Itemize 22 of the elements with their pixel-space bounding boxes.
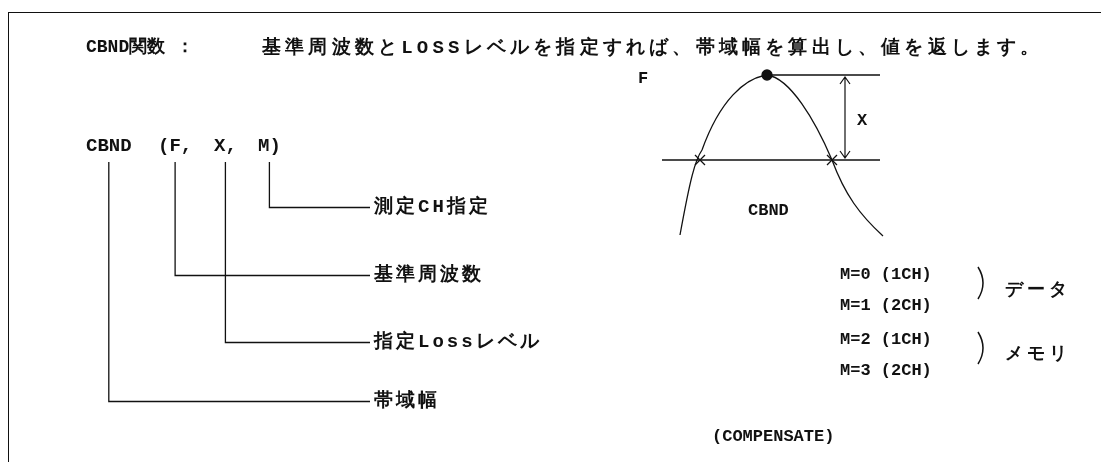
parameter-label: 基準周波数 (374, 266, 484, 285)
peak-label: F (638, 68, 649, 90)
argument-text: CBND (86, 137, 132, 156)
bandwidth-label: CBND (748, 200, 789, 222)
argument-text: (F, (158, 137, 193, 156)
function-name: CBND関数 ： (86, 36, 194, 59)
mode-option: M=0 (1CH) (840, 262, 932, 289)
leader-line (108, 161, 371, 403)
description: 基準周波数とLOSSレベルを指定すれば、帯域幅を算出し、値を返します。 (262, 35, 1045, 61)
group-label: データ (1005, 279, 1071, 302)
leader-line (174, 161, 371, 277)
mode-option: M=2 (1CH) (840, 327, 932, 354)
parameter-label: 帯域幅 (374, 392, 440, 411)
level-label: X (857, 110, 868, 132)
argument-text: M) (258, 137, 281, 156)
leader-line (268, 161, 371, 209)
group-label: メモリ (1005, 343, 1071, 366)
footnote: (COMPENSATE) (712, 426, 835, 448)
leader-line (224, 161, 371, 344)
argument-text: X, (214, 137, 237, 156)
mode-option: M=1 (2CH) (840, 293, 932, 320)
mode-option: M=3 (2CH) (840, 358, 932, 385)
